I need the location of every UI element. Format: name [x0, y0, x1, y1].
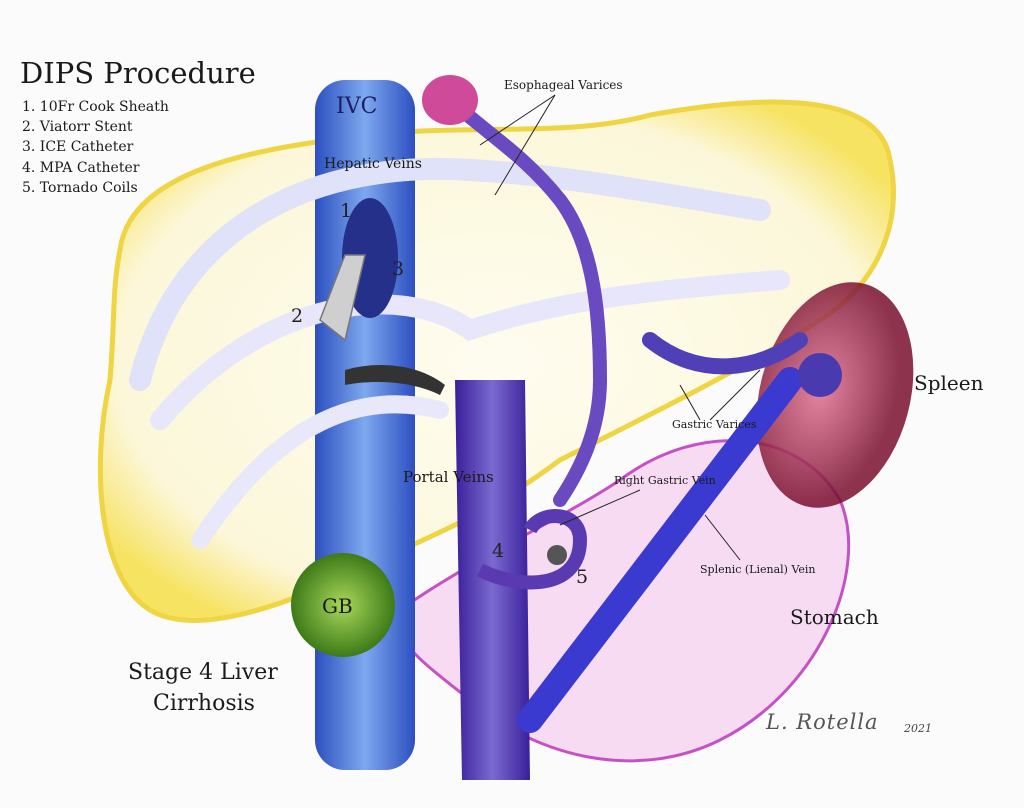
- portal-branch: [191, 395, 449, 549]
- esophagus: [422, 75, 478, 125]
- gb-label: GB: [322, 594, 353, 618]
- hepatic-veins-label: Hepatic Veins: [324, 156, 422, 172]
- hepatic-vein-branch: [150, 270, 790, 430]
- marker-4: 4: [492, 540, 505, 562]
- diagram-title: DIPS Procedure: [20, 56, 256, 90]
- marker-3: 3: [392, 258, 405, 280]
- right-gastric-vein: [476, 509, 588, 590]
- leader-lines: [479, 94, 761, 561]
- hepatic-veins: [129, 158, 771, 391]
- legend-item: 3. ICE Catheter: [22, 139, 134, 156]
- varix-cluster: [798, 353, 842, 397]
- portal-veins-label: Portal Veins: [403, 468, 494, 486]
- right-gastric-vein-label: Right Gastric Vein: [614, 474, 716, 487]
- splenic-vein: [517, 367, 803, 733]
- legend-item: 1. 10Fr Cook Sheath: [22, 99, 169, 115]
- splenic-vein-label: Splenic (Lienal) Vein: [700, 563, 816, 576]
- marker-5: 5: [576, 566, 589, 588]
- stomach-label: Stomach: [790, 605, 879, 629]
- legend-list: 1. 10Fr Cook Sheath 2. Viatorr Stent 3. …: [22, 97, 169, 198]
- marker-2: 2: [291, 305, 304, 327]
- marker-1: 1: [340, 200, 353, 222]
- esophageal-varices: [433, 83, 608, 507]
- gastric-varices: [642, 332, 808, 375]
- ivc-label: IVC: [336, 94, 378, 119]
- legend-item: 5. Tornado Coils: [22, 179, 138, 196]
- signature-name: L. Rotella: [766, 710, 879, 734]
- liver-label-line1: Stage 4 Liver: [128, 660, 278, 685]
- gallbladder: [291, 553, 395, 657]
- stent-shunt: [345, 365, 445, 395]
- signature-year: 2021: [904, 722, 932, 735]
- legend-item: 4. MPA Catheter: [22, 159, 140, 176]
- viatorr-stent: [319, 254, 366, 342]
- gastric-varices-label: Gastric Varices: [672, 418, 757, 431]
- spleen-label: Spleen: [914, 371, 984, 395]
- liver-label-line2: Cirrhosis: [153, 691, 255, 716]
- tornado-coils: [547, 545, 567, 565]
- legend-item: 2. Viatorr Stent: [22, 119, 133, 136]
- esophageal-varices-label: Esophageal Varices: [504, 78, 623, 92]
